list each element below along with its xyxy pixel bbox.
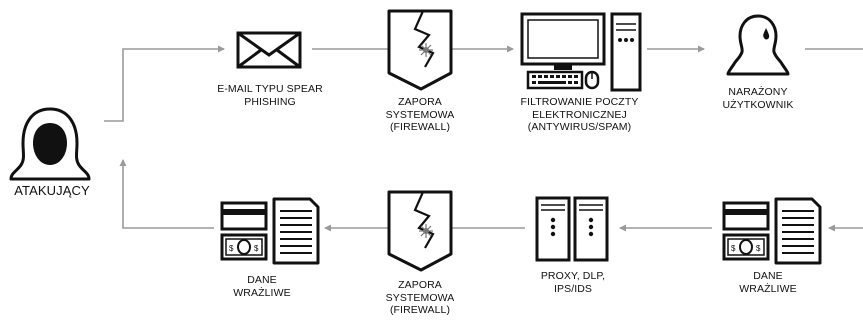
firewall-icon [385, 186, 455, 274]
sensitive-data-icon: $ $ [720, 197, 824, 265]
data-left-label: DANE WRAŻLIWE [233, 274, 291, 299]
firewall-bottom-label: ZAPORA SYSTEMOWA (FIREWALL) [385, 279, 455, 316]
svg-text:$: $ [756, 244, 761, 253]
arrow-attacker-to-email [104, 45, 225, 122]
attacker-label: ATAKUJĄCY [14, 183, 90, 198]
user-label: NARAŻONY UŻYTKOWNIK [722, 86, 794, 111]
hooded-attacker-icon [5, 103, 95, 181]
arrow-data-left-to-attacker [119, 159, 214, 229]
svg-text:$: $ [229, 244, 234, 253]
email-label: E-MAIL TYPU SPEAR PHISHING [217, 83, 323, 108]
server-icon [533, 196, 613, 262]
envelope-icon [236, 31, 302, 69]
firewall-top-label: ZAPORA SYSTEMOWA (FIREWALL) [385, 96, 455, 133]
mail-filter-label: FILTROWANIE POCZTY ELEKTRONICZNEJ (ANTYW… [520, 96, 639, 133]
user-icon [718, 14, 798, 76]
svg-text:$: $ [254, 244, 259, 253]
svg-text:$: $ [731, 244, 736, 253]
computer-icon [520, 12, 644, 92]
firewall-icon [385, 5, 455, 93]
proxy-label: PROXY, DLP, IPS/IDS [540, 270, 606, 295]
sensitive-data-icon: $ $ [218, 197, 322, 265]
data-right-label: DANE WRAŻLIWE [739, 270, 797, 295]
